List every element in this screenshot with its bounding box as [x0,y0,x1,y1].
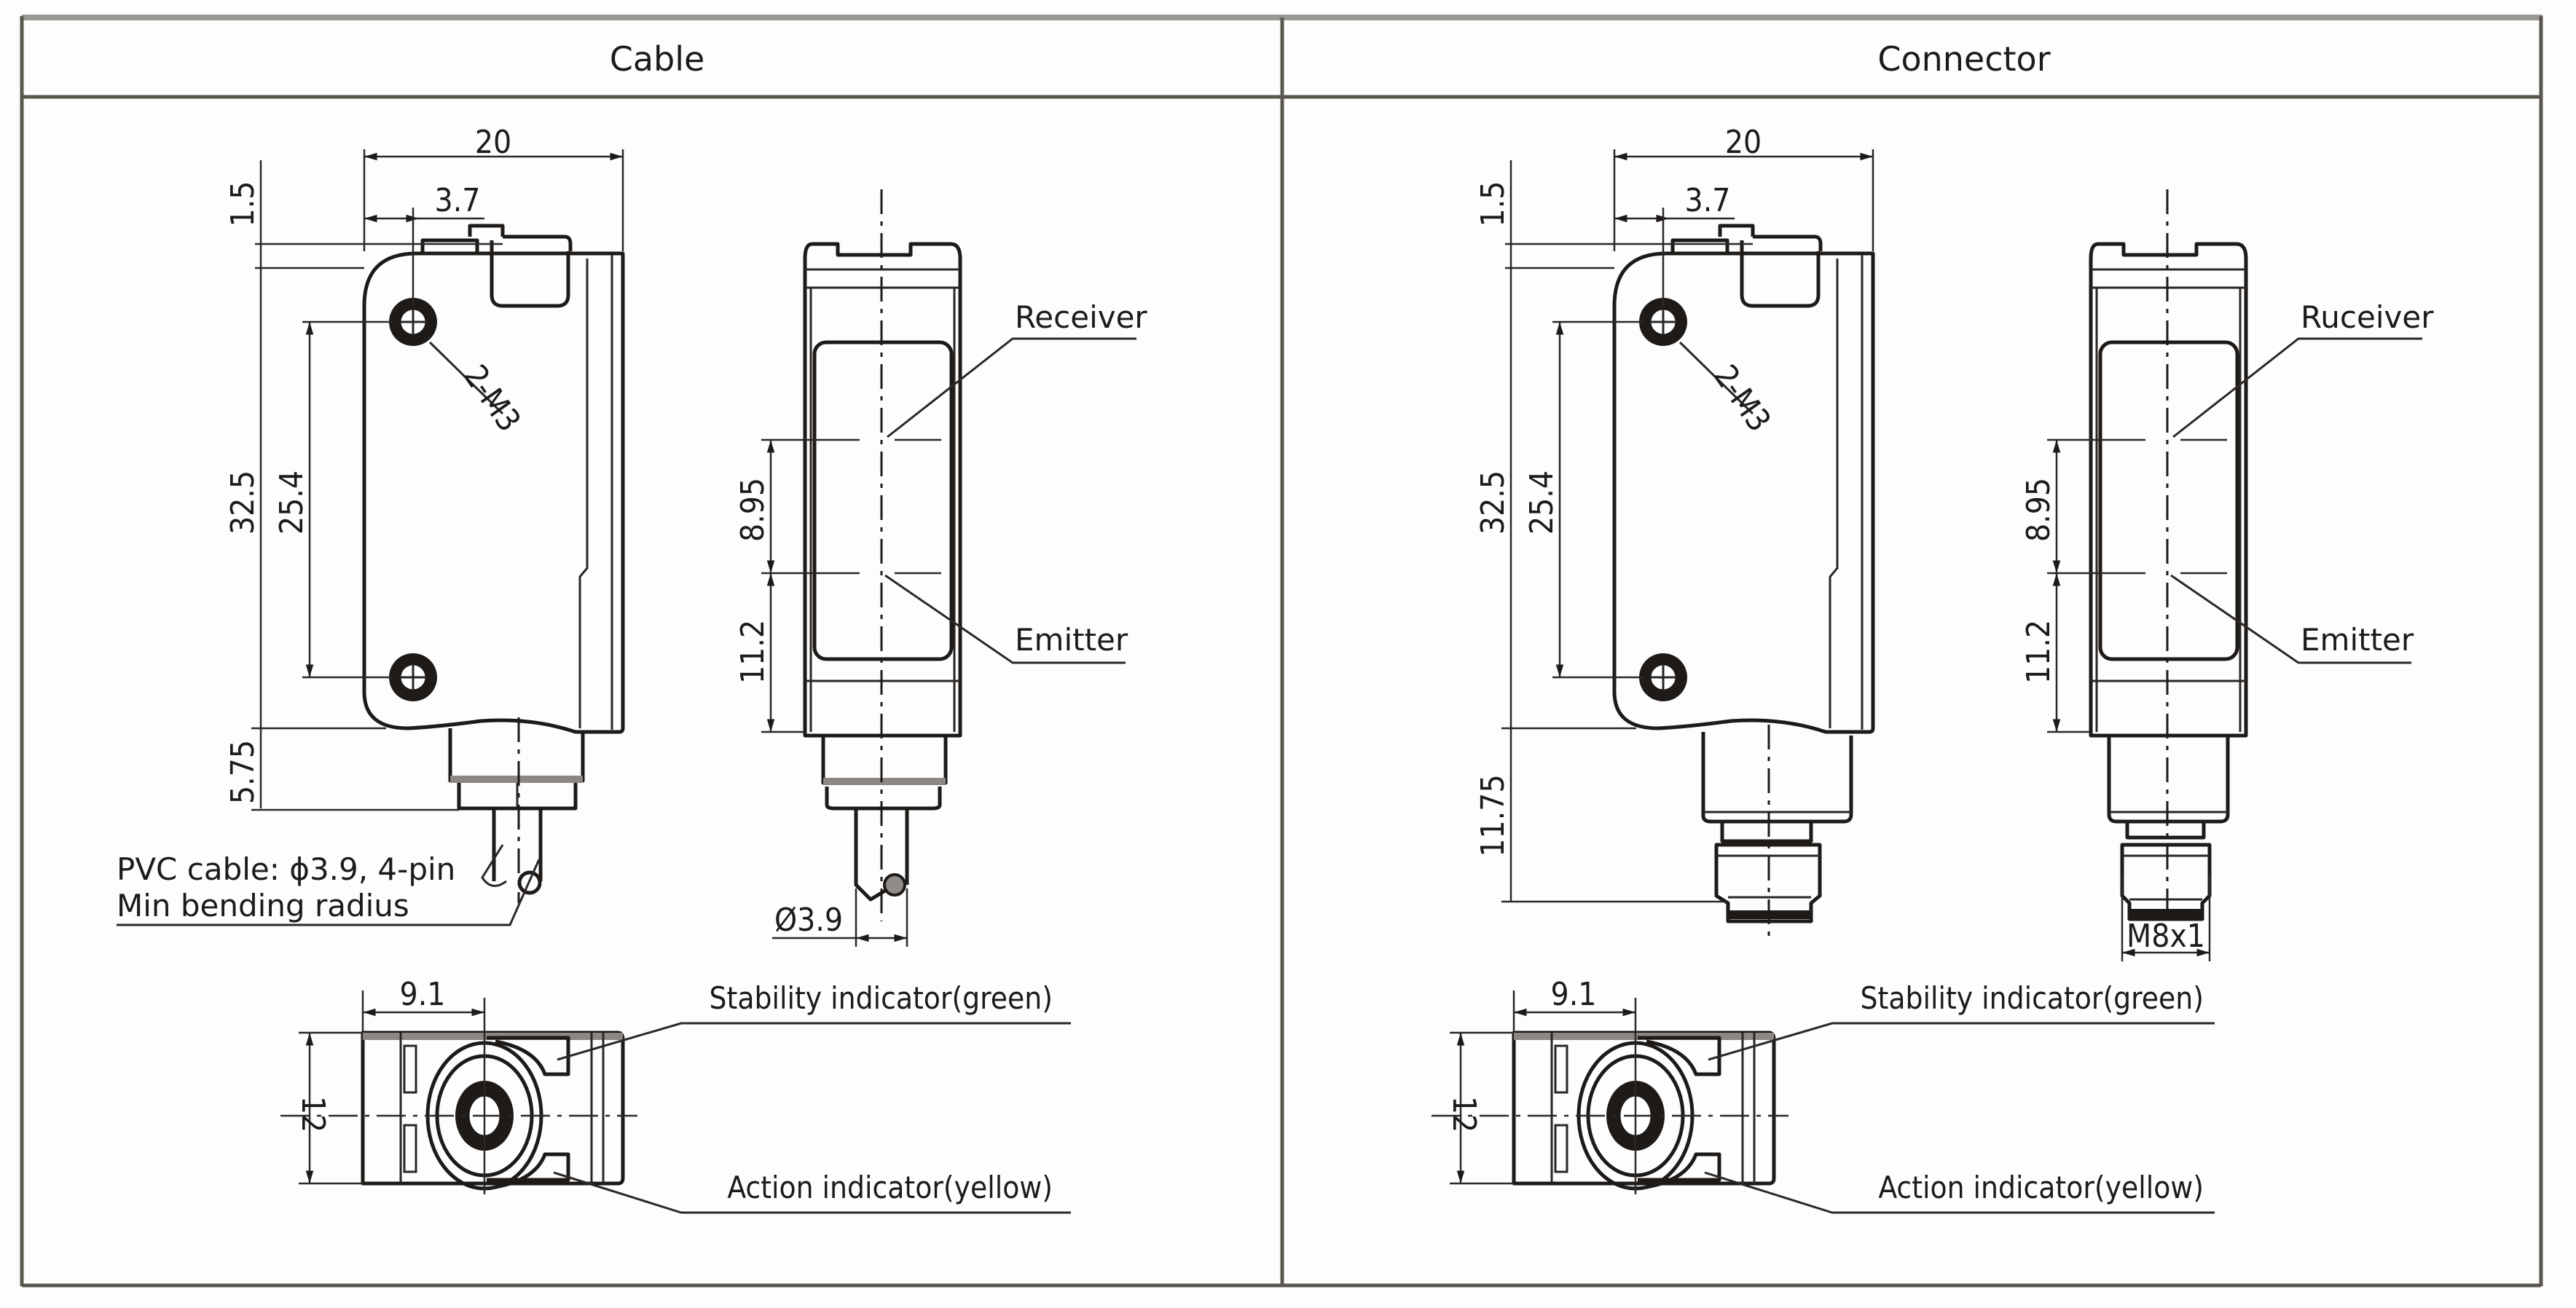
cable-top-dim: 1.5 [224,181,262,227]
connector-stability-label: Stability indicator(green) [1861,980,2204,1016]
connector-lower-dim: 11.2 [2020,620,2057,684]
cable-front-view: Receiver Emitter 8.95 11.2 Ø3.9 [734,189,1147,947]
column-header-connector: Connector [1877,39,2050,79]
cable-optical-pitch-dim: 8.95 [734,478,771,542]
cable-width-dim: 20 [475,124,511,161]
connector-bottom-view: 9.1 12 Stability indicator(green) Action… [1432,976,2215,1214]
table-frame [20,15,2543,1288]
connector-hole-label: 2-M3 [1706,358,1778,438]
cable-stability-label: Stability indicator(green) [710,980,1053,1016]
connector-emitter-label: Emitter [2301,622,2414,658]
connector-bottom-offset-dim: 9.1 [1551,976,1597,1013]
cable-bottom-depth-dim: 12 [294,1096,331,1132]
connector-optical-pitch-dim: 8.95 [2020,478,2057,542]
connector-bottom-depth-dim: 12 [1445,1096,1483,1132]
cable-note-line2: Min bending radius [117,888,409,923]
cable-bottom-view: 9.1 12 Stability indicator(green) Action… [280,976,1071,1214]
connector-width-dim: 20 [1725,124,1762,161]
column-header-cable: Cable [610,39,705,79]
cable-hole-label: 2-M3 [456,358,527,438]
connector-action-label: Action indicator(yellow) [1878,1170,2204,1205]
connector-thread-dim: M8x1 [2127,918,2205,955]
connector-top-dim: 1.5 [1474,181,1512,227]
connector-hole-pitch-dim: 25.4 [1523,470,1560,535]
cable-hole-pitch-dim: 25.4 [273,470,310,535]
cable-note: PVC cable: ϕ3.9, 4-pin Min bending radiu… [117,851,455,923]
cable-height-dim: 32.5 [224,470,262,535]
connector-offset-dim: 3.7 [1685,182,1731,219]
cable-side-view: 20 3.7 1.5 32.5 25.4 5.75 2-M3 [117,124,623,926]
cable-offset-dim: 3.7 [435,182,481,219]
cable-note-line1: PVC cable: ϕ3.9, 4-pin [117,851,455,887]
cable-bottom-offset-dim: 9.1 [400,976,446,1013]
cable-bottom-dim: 5.75 [224,740,262,804]
connector-front-view: Ruceiver Emitter 8.95 11.2 M8x1 [2020,189,2434,961]
connector-receiver-label: Ruceiver [2301,299,2434,335]
cable-emitter-label: Emitter [1015,622,1128,658]
cable-diameter-dim: Ø3.9 [774,902,843,939]
connector-height-dim: 32.5 [1474,470,1512,535]
connector-bottom-dim: 11.75 [1474,774,1512,856]
cable-action-label: Action indicator(yellow) [727,1170,1053,1205]
cable-receiver-label: Receiver [1015,299,1147,335]
cable-lower-dim: 11.2 [734,620,771,684]
connector-side-view: 20 3.7 1.5 32.5 25.4 11.75 2-M3 [1474,124,1873,936]
